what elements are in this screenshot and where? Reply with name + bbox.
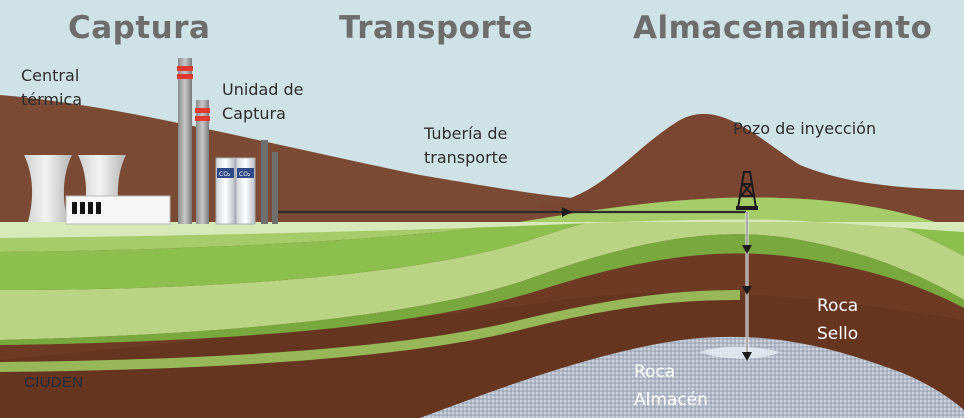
capture-tanks: CO₂ CO₂ — [215, 157, 256, 225]
mountain — [540, 113, 964, 232]
label-storage-rock-line2: Almacén — [634, 390, 708, 410]
green-band-deep — [0, 290, 740, 372]
label-seal-rock-line1: Roca — [817, 296, 859, 316]
pipeline — [278, 207, 746, 217]
drilling-rig-icon — [737, 171, 757, 209]
label-power-plant-line2: térmica — [21, 90, 83, 109]
label-injection-well: Pozo de inyección — [733, 119, 877, 138]
heading-capture: Captura — [68, 10, 211, 46]
label-power-plant: Central térmica — [21, 64, 82, 112]
storage-rock — [420, 336, 964, 418]
label-seal-rock-line2: Sello — [817, 324, 859, 344]
chimneys — [177, 58, 278, 224]
heading-transport: Transporte — [339, 10, 534, 46]
flow-arrow-icon — [742, 245, 752, 254]
flow-arrow-icon — [742, 352, 752, 361]
left-hill — [0, 95, 600, 228]
label-pipeline: Tubería de transporte — [424, 122, 508, 170]
plant-building — [65, 195, 171, 225]
label-pipeline-line1: Tubería de — [424, 124, 508, 143]
flow-arrow-icon — [742, 286, 752, 295]
label-seal-rock: Roca Sello — [817, 292, 858, 348]
label-storage-rock-line1: Roca — [634, 362, 676, 382]
injection-well — [736, 171, 758, 361]
label-capture-unit-line2: Captura — [222, 104, 286, 123]
tank-label-2: CO₂ — [239, 171, 251, 178]
pipeline-arrow-icon — [562, 207, 572, 217]
tank-label-1: CO₂ — [219, 171, 231, 178]
green-layer — [0, 197, 964, 290]
ciuden-logo: CIUDEN — [24, 374, 84, 391]
label-power-plant-line1: Central — [21, 66, 80, 85]
label-capture-unit-line1: Unidad de — [222, 80, 304, 99]
co2-plume — [700, 346, 780, 359]
label-storage-rock: Roca Almacén — [634, 358, 708, 414]
heading-storage: Almacenamiento — [633, 10, 933, 46]
label-capture-unit: Unidad de Captura — [222, 78, 304, 126]
light-green-layer-lower — [0, 198, 964, 340]
label-pipeline-line2: transporte — [424, 148, 508, 167]
